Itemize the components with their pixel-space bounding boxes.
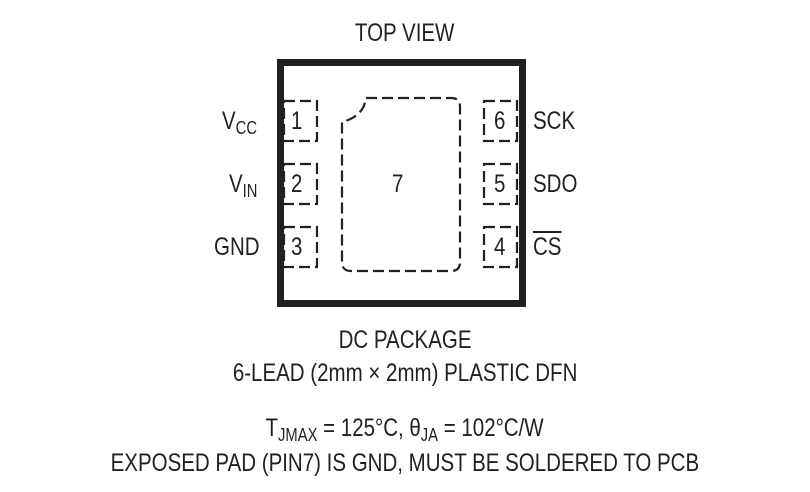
pad-1 xyxy=(282,99,319,143)
pin-number-4: 4 xyxy=(494,233,506,261)
pad-6 xyxy=(482,99,519,143)
pin-name-sdo: SDO xyxy=(533,170,578,198)
exposed-pad xyxy=(340,96,462,273)
package-name: DC PACKAGE xyxy=(338,326,472,354)
exposed-pad-note: EXPOSED PAD (PIN7) IS GND, MUST BE SOLDE… xyxy=(110,449,700,477)
pin-name-vcc: VCC xyxy=(222,107,258,139)
thermal-spec: TJMAX = 125°C, θJA = 102°C/W xyxy=(265,414,545,446)
pin-number-1: 1 xyxy=(291,107,303,135)
pin-number-5: 5 xyxy=(494,170,506,198)
package-description: 6-LEAD (2mm × 2mm) PLASTIC DFN xyxy=(232,359,578,387)
pin-number-3: 3 xyxy=(291,233,303,261)
pin-name-sck: SCK xyxy=(533,107,576,135)
pad-4 xyxy=(482,225,519,269)
right-pads xyxy=(482,99,519,269)
pad-3 xyxy=(282,225,319,269)
package-outline xyxy=(277,59,526,307)
pin-name-gnd: GND xyxy=(214,233,260,261)
pin-name-vin: VIN xyxy=(229,170,258,202)
pin-name-cs-bar: CS xyxy=(533,233,562,261)
pad-5 xyxy=(482,162,519,206)
diagram-title: TOP VIEW xyxy=(355,19,455,47)
pin-number-6: 6 xyxy=(494,107,506,135)
pad-2 xyxy=(282,162,319,206)
pin-number-2: 2 xyxy=(291,170,303,198)
left-pads xyxy=(282,99,319,269)
pin-number-7: 7 xyxy=(392,170,404,198)
